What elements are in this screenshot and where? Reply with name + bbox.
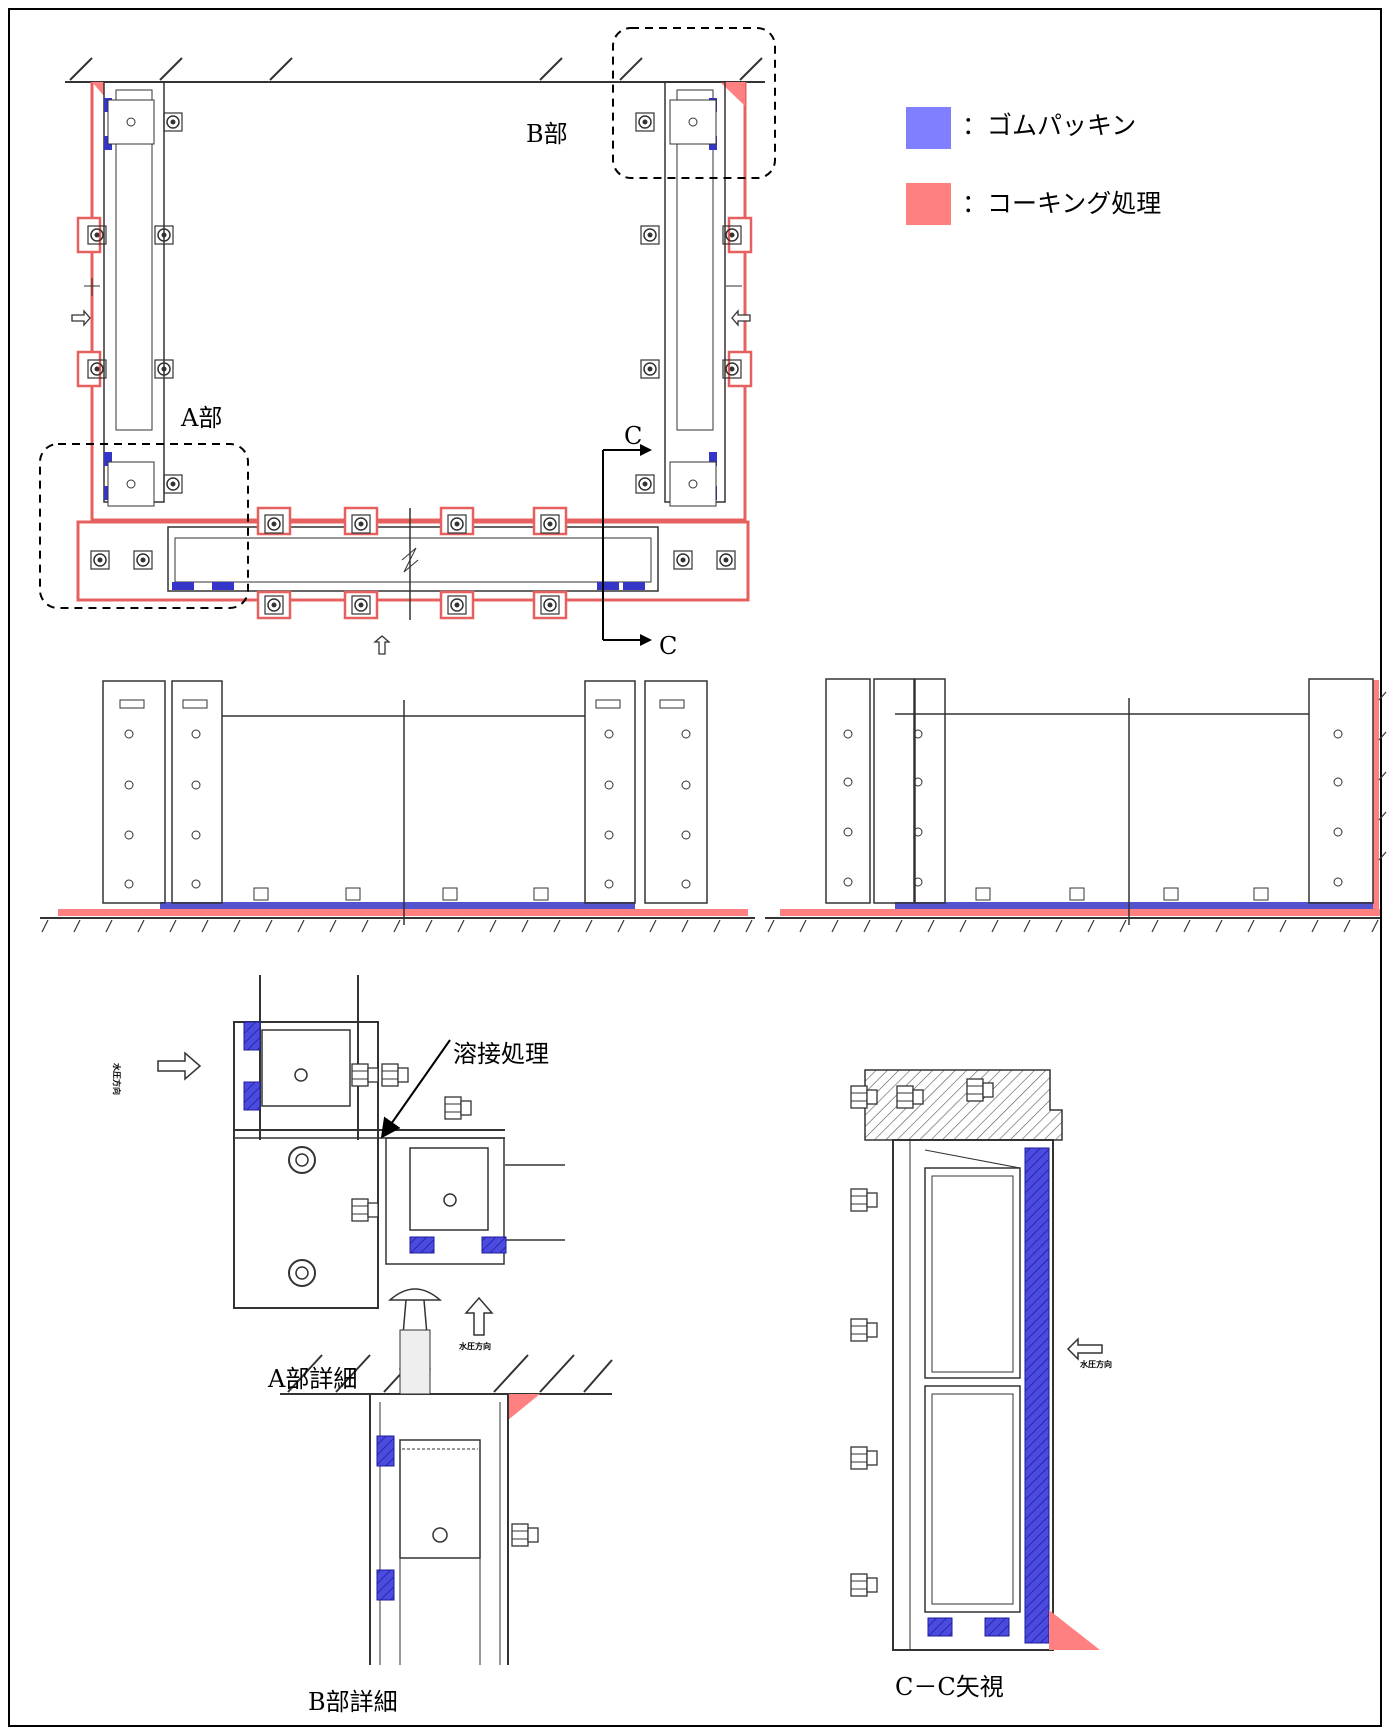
detail-a-side-pressure-label: 水圧方向 — [112, 1063, 121, 1095]
legend-label-rubber-packing: ：ゴムパッキン — [962, 111, 1137, 140]
weld-note: 溶接処理 — [453, 1040, 549, 1068]
section-mark-bottom: C — [659, 632, 678, 660]
elevation-view-left — [40, 680, 755, 933]
part-b-label: B部 — [526, 120, 568, 148]
plan-view — [39, 27, 776, 655]
detail-b-drawing — [280, 1288, 613, 1665]
part-a-label: A部 — [181, 404, 223, 432]
section-cc-drawing — [850, 1069, 1103, 1651]
detail-a-caption: A部詳細 — [268, 1365, 358, 1393]
legend-swatch-rubber-packing — [906, 107, 951, 149]
detail-b-caption: B部詳細 — [308, 1688, 398, 1716]
legend-label-caulking: ：コーキング処理 — [962, 189, 1162, 218]
legend-swatch-caulking — [906, 183, 951, 225]
detail-a-drawing — [157, 975, 565, 1336]
section-cc-pressure-label: 水圧方向 — [1080, 1360, 1112, 1369]
drawing-border — [8, 8, 1382, 1727]
detail-a-pressure-label: 水圧方向 — [459, 1342, 491, 1351]
section-mark-top: C — [624, 422, 643, 450]
section-cc-caption: C－C矢視 — [895, 1673, 1004, 1701]
elevation-view-right — [765, 678, 1387, 933]
